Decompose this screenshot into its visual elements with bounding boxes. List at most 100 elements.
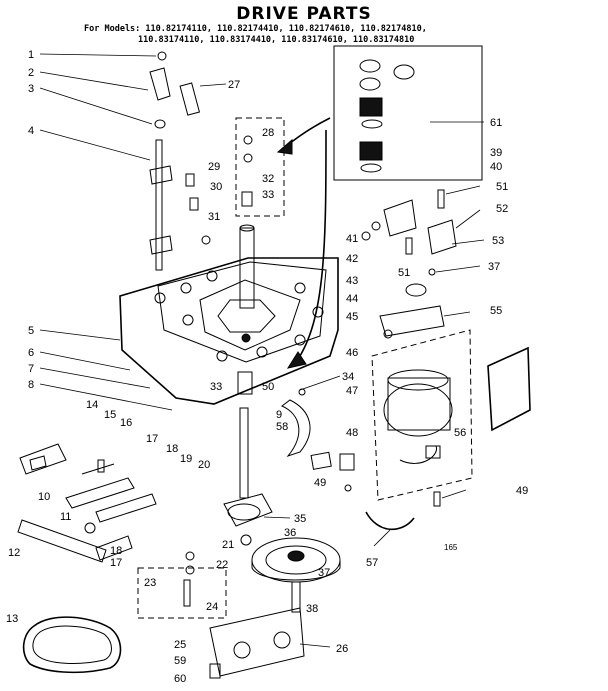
callout-29: 29	[208, 161, 220, 173]
callout-23: 23	[144, 577, 156, 589]
callout-19: 19	[180, 453, 192, 465]
capacitor-47	[310, 451, 332, 470]
clip-57	[365, 511, 415, 531]
callout-47: 47	[346, 385, 358, 397]
arrow-head-upper	[276, 138, 293, 155]
corner-code: 165	[444, 543, 458, 552]
callout-59: 59	[174, 655, 186, 667]
callout-38: 38	[306, 603, 318, 615]
callout-15: 15	[104, 409, 116, 421]
callout-49b: 49	[516, 485, 528, 497]
model-numbers: For Models: 110.82174110, 110.82174410, …	[84, 24, 427, 46]
callout-58: 58	[276, 421, 288, 433]
callout-11: 11	[60, 511, 71, 523]
guard-55	[487, 346, 531, 432]
callout-21: 21	[222, 539, 234, 551]
callout-53: 53	[492, 235, 504, 247]
callout-46: 46	[346, 347, 358, 359]
clip-34	[298, 388, 306, 396]
callout-3: 3	[28, 83, 34, 95]
hose-58	[281, 399, 311, 458]
callout-51a: 51	[496, 181, 508, 193]
transmission	[183, 493, 305, 679]
arrow-head-lower	[286, 351, 307, 369]
pulley-kit-parts	[359, 59, 415, 173]
screw-49-left	[344, 484, 352, 492]
right-bracket-parts	[361, 189, 457, 339]
callout-42: 42	[346, 253, 358, 265]
callout-12: 12	[8, 547, 20, 559]
model-numbers-line-1: For Models: 110.82174110, 110.82174410, …	[84, 24, 427, 34]
callout-labels: 1 2 3 4 5 6 7 8 9 10 11 12 13 14 15 16 1…	[6, 49, 528, 685]
switch-parts	[17, 443, 157, 563]
arrow-to-shaft	[295, 129, 327, 363]
callout-55: 55	[490, 305, 502, 317]
callout-18a: 18	[166, 443, 178, 455]
group-box-pulley-kit	[333, 45, 483, 181]
motor	[383, 369, 453, 464]
callout-37b: 37	[318, 567, 330, 579]
main-shaft	[239, 224, 255, 499]
belt-13-inner	[32, 625, 112, 664]
callout-16: 16	[120, 417, 132, 429]
callout-9: 9	[276, 409, 282, 421]
strap-48	[339, 453, 355, 471]
top-fasteners	[185, 135, 253, 245]
callout-52: 52	[496, 203, 508, 215]
callout-25: 25	[174, 639, 186, 651]
pulley-38	[251, 537, 341, 613]
diagram-title: DRIVE PARTS	[236, 4, 372, 24]
screw-49-right	[433, 491, 441, 507]
callout-2: 2	[28, 67, 34, 79]
callout-14: 14	[86, 399, 98, 411]
callout-49a: 49	[314, 477, 326, 489]
callout-13: 13	[6, 613, 18, 625]
callout-35: 35	[294, 513, 306, 525]
callout-4: 4	[28, 125, 34, 137]
callout-50: 50	[262, 381, 274, 393]
callout-10: 10	[38, 491, 50, 503]
belt-13	[22, 616, 122, 674]
callout-28: 28	[262, 127, 274, 139]
callout-43: 43	[346, 275, 358, 287]
leader-lines	[39, 53, 485, 648]
callout-20: 20	[198, 459, 210, 471]
callout-40: 40	[490, 161, 502, 173]
spacer-50	[237, 371, 253, 395]
callout-18b: 18	[110, 545, 122, 557]
model-numbers-line-2: 110.83174110, 110.83174410, 110.83174610…	[138, 35, 415, 45]
callout-22: 22	[216, 559, 228, 571]
callout-30: 30	[210, 181, 222, 193]
callout-36: 36	[284, 527, 296, 539]
callout-39: 39	[490, 147, 502, 159]
callout-7: 7	[28, 363, 34, 375]
callout-45: 45	[346, 311, 358, 323]
group-box-top-fasteners	[235, 117, 285, 217]
group-box-motor	[371, 329, 473, 501]
callout-17b: 17	[110, 557, 122, 569]
callout-48: 48	[346, 427, 358, 439]
callout-33a: 33	[262, 189, 274, 201]
callout-57: 57	[366, 557, 378, 569]
callout-44: 44	[346, 293, 358, 305]
callout-33b: 33	[210, 381, 222, 393]
callout-26: 26	[336, 643, 348, 655]
callout-31: 31	[208, 211, 220, 223]
group-box-shaft-pins	[137, 567, 227, 619]
drive-base-plate	[119, 257, 339, 405]
callout-41: 41	[346, 233, 358, 245]
callout-34: 34	[342, 371, 354, 383]
callout-8: 8	[28, 379, 34, 391]
callout-61: 61	[490, 117, 502, 129]
callout-60: 60	[174, 673, 186, 685]
callout-37a: 37	[488, 261, 500, 273]
callout-51b: 51	[398, 267, 410, 279]
callout-1: 1	[28, 49, 34, 61]
callout-5: 5	[28, 325, 34, 337]
callout-17a: 17	[146, 433, 158, 445]
callout-27: 27	[228, 79, 240, 91]
callout-6: 6	[28, 347, 34, 359]
callout-24: 24	[206, 601, 218, 613]
callout-56: 56	[454, 427, 466, 439]
